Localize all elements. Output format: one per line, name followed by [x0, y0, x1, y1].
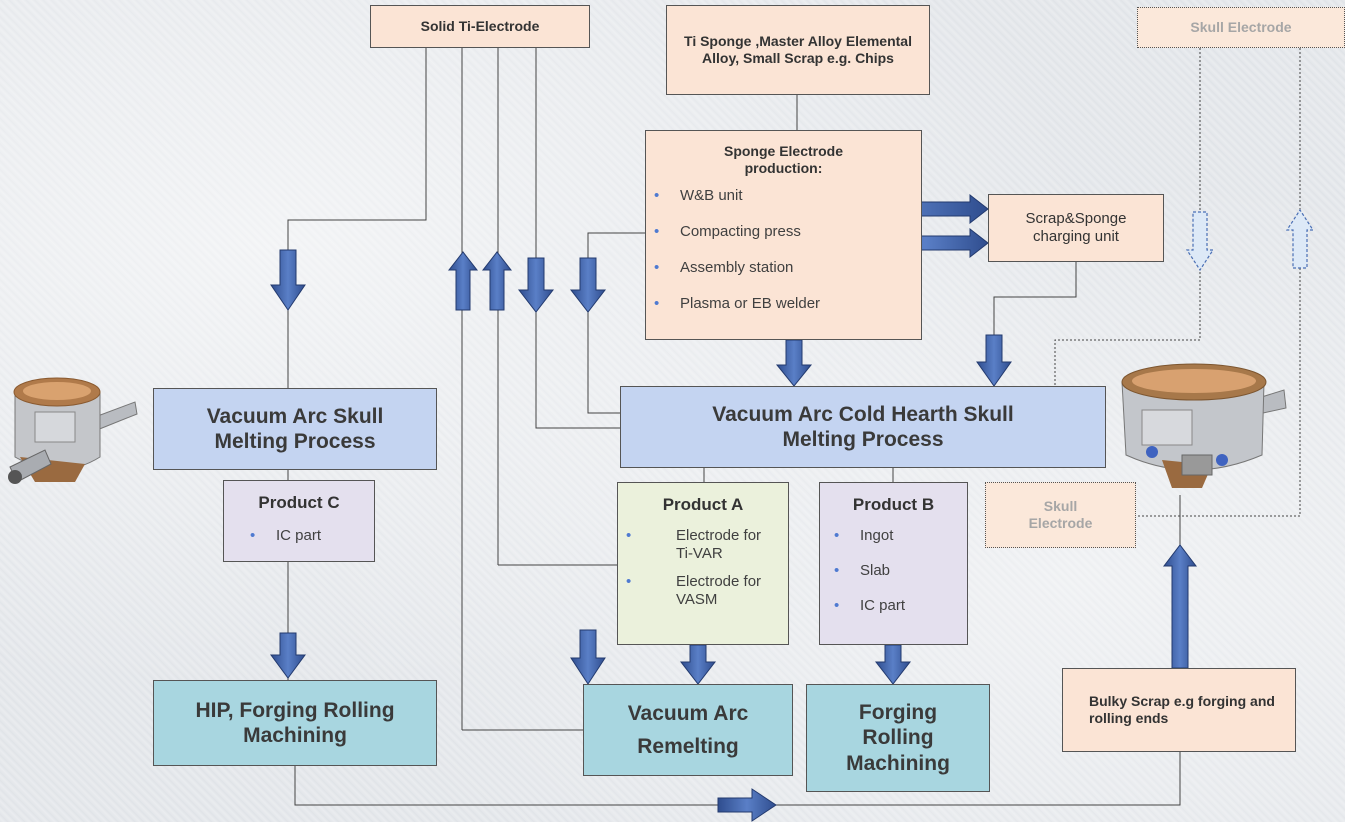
sponge-item-assembly: Assembly station	[646, 259, 921, 295]
skull-electrode-mid-label: Skull Electrode	[1028, 498, 1093, 531]
product-b-item-slab: Slab	[826, 562, 967, 597]
sponge-electrode-list: W&B unit Compacting press Assembly stati…	[646, 187, 921, 313]
forging-box: Forging Rolling Machining	[806, 684, 990, 792]
forging-label: Forging Rolling Machining	[846, 701, 950, 775]
ti-sponge-label: Ti Sponge ,Master Alloy Elemental Alloy,…	[684, 33, 912, 66]
skull-melting-furnace-small-icon	[8, 377, 138, 484]
product-b-list: Ingot Slab IC part	[820, 527, 967, 615]
product-a-box: Product A Electrode for Ti-VAR Electrode…	[617, 482, 789, 645]
product-a-item-var: Electrode for Ti-VAR	[618, 527, 768, 563]
arrow-up-1	[447, 251, 479, 311]
var-label-line2: Remelting	[637, 734, 739, 758]
product-b-title: Product B	[852, 495, 935, 514]
product-b-item-ingot: Ingot	[826, 527, 967, 562]
arrow-down-producta	[679, 644, 717, 685]
solid-ti-electrode-box: Solid Ti-Electrode	[370, 5, 590, 48]
skull-melting-furnace-large-icon	[1121, 363, 1287, 488]
arrow-down-var	[570, 629, 606, 685]
hip-box: HIP, Forging Rolling Machining	[153, 680, 437, 766]
bulky-scrap-label: Bulky Scrap e.g forging and rolling ends	[1089, 693, 1275, 726]
var-label-line1: Vacuum Arc	[627, 701, 749, 725]
cold-hearth-process-box: Vacuum Arc Cold Hearth Skull Melting Pro…	[620, 386, 1106, 468]
sponge-item-compacting: Compacting press	[646, 223, 921, 259]
product-a-title: Product A	[662, 495, 744, 514]
skull-electrode-mid-box: Skull Electrode	[985, 482, 1136, 548]
product-a-item-vasm: Electrode for VASM	[618, 573, 768, 609]
arrow-down-productb	[874, 644, 912, 685]
vasm-process-box: Vacuum Arc Skull Melting Process	[153, 388, 437, 470]
hip-label: HIP, Forging Rolling Machining	[195, 698, 395, 747]
skull-electrode-top-box: Skull Electrode	[1137, 7, 1345, 48]
ti-sponge-box: Ti Sponge ,Master Alloy Elemental Alloy,…	[666, 5, 930, 95]
arrow-down-sponge	[775, 339, 813, 387]
arrow-up-skull-dashed	[1285, 208, 1315, 269]
arrow-down-productc	[270, 632, 306, 679]
skull-electrode-top-label: Skull Electrode	[1190, 19, 1292, 36]
scrap-sponge-charging-label: Scrap&Sponge charging unit	[1025, 210, 1127, 245]
bulky-scrap-box: Bulky Scrap e.g forging and rolling ends	[1062, 668, 1296, 752]
arrow-right-bottom	[717, 788, 777, 822]
product-c-list: IC part	[224, 527, 374, 545]
cold-hearth-process-label: Vacuum Arc Cold Hearth Skull Melting Pro…	[712, 402, 1014, 451]
solid-ti-electrode-label: Solid Ti-Electrode	[420, 18, 540, 35]
product-c-item: IC part	[242, 527, 374, 545]
sponge-electrode-box: Sponge Electrode production: W&B unit Co…	[645, 130, 922, 340]
sponge-electrode-title: Sponge Electrode production:	[723, 143, 844, 176]
arrow-up-bulky	[1162, 544, 1198, 669]
sponge-item-welder: Plasma or EB welder	[646, 295, 921, 313]
product-b-box: Product B Ingot Slab IC part	[819, 482, 968, 645]
product-c-title: Product C	[258, 493, 340, 512]
sponge-item-wb: W&B unit	[646, 187, 921, 223]
var-box: Vacuum Arc Remelting	[583, 684, 793, 776]
arrow-down-skull-dashed	[1185, 211, 1215, 272]
product-b-item-ic: IC part	[826, 597, 967, 615]
product-c-box: Product C IC part	[223, 480, 375, 562]
arrow-down-vasm	[270, 249, 306, 311]
arrow-up-2	[481, 251, 513, 311]
vasm-process-label: Vacuum Arc Skull Melting Process	[206, 404, 384, 453]
arrow-down-charging	[976, 334, 1012, 387]
arrow-down-4	[569, 257, 607, 313]
arrow-down-3	[517, 257, 555, 313]
product-a-list: Electrode for Ti-VAR Electrode for VASM	[618, 527, 788, 609]
scrap-sponge-charging-box: Scrap&Sponge charging unit	[988, 194, 1164, 262]
